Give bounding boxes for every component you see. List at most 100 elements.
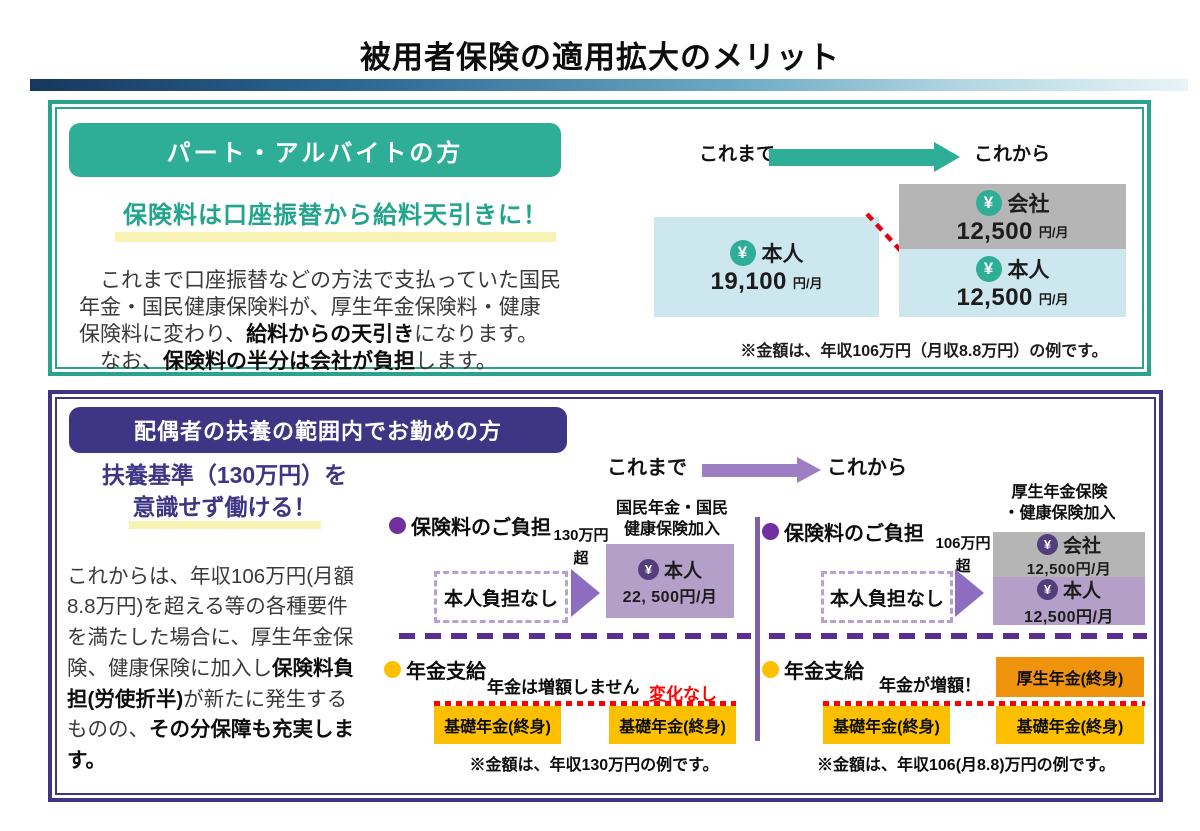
premium-burden-label-before: 保険料のご負担 <box>389 511 551 540</box>
amount-unit: 円/月 <box>792 275 823 291</box>
body-text: これからは、年収106万円(月額8.8万円)を超える等の各種要件を満たした場合に… <box>67 564 355 680</box>
timeline-before-label: これまで <box>607 457 687 479</box>
enroll-line2: ・健康保険加入 <box>1003 504 1116 522</box>
timeline-arrow-icon <box>702 457 821 483</box>
section1-note: ※金額は、年収106万円（月収8.8万円）の例です。 <box>740 343 1108 360</box>
purple-dashed-divider-after <box>769 633 1147 639</box>
amount-value: 12,500円/月 <box>1026 560 1112 578</box>
money-box-amount-row: 12,500 円/月 <box>956 284 1068 312</box>
basic-pension-text: 基礎年金(終身) <box>619 719 726 736</box>
amount-unit: 円/月 <box>1038 291 1069 307</box>
amount-value: 12,500 <box>956 284 1033 311</box>
body-text: これまで口座振替などの方法で支払っていた国民年金・国民健康保険料が、厚生年金保険… <box>79 269 561 346</box>
body-text: が新たに発生するものの、 <box>67 687 348 742</box>
section1-header-label: パート・アルバイトの方 <box>166 139 464 167</box>
amount-value: 22, 500円/月 <box>622 588 718 606</box>
section2-note-before: ※金額は、年収130万円の例です。 <box>469 757 719 774</box>
money-box-title: ¥ 会社 <box>975 188 1050 218</box>
enroll-line2: 健康保険加入 <box>623 520 720 538</box>
amount-value: 12,500 <box>956 217 1033 245</box>
kousei-pension-text: 厚生年金(終身) <box>1016 671 1124 688</box>
column-divider-line <box>755 517 760 741</box>
purple-dashed-divider-before <box>399 633 751 639</box>
basic-pension-text: 基礎年金(終身) <box>833 719 940 736</box>
enroll-label-after: 厚生年金保険 ・健康保険加入 <box>967 483 1152 525</box>
section2-header-label: 配偶者の扶養の範囲内でお勤めの方 <box>133 419 502 444</box>
money-box-title: ¥ 会社 <box>1036 531 1101 558</box>
money-box-title: ¥ 本人 <box>637 556 702 583</box>
section1-header: パート・アルバイトの方 <box>69 123 561 177</box>
section1-headline: 保険料は口座振替から給料天引きに！ <box>115 195 556 242</box>
triangle-arrow-icon <box>955 569 984 617</box>
timeline-arrow-icon <box>769 142 960 172</box>
premium-burden-label-after: 保険料のご負担 <box>762 517 924 546</box>
timeline-after-label: これから <box>974 144 1051 165</box>
threshold-before: 130万円 超 <box>543 525 619 570</box>
money-box-after-company: ¥ 会社 12,500 円/月 <box>899 184 1126 249</box>
threshold-amount: 130万円 <box>553 527 609 544</box>
kousei-pension-box: 厚生年金(終身) <box>996 657 1144 697</box>
yen-icon: ¥ <box>637 558 659 580</box>
payer-label: 本人 <box>761 243 804 266</box>
money-box-title: ¥ 本人 <box>729 238 804 268</box>
body-text: になります。 <box>414 322 539 346</box>
basic-pension-box: 基礎年金(終身) <box>823 706 950 744</box>
payer-label: 本人 <box>663 560 702 582</box>
money-box-title: ¥ 本人 <box>1036 576 1101 603</box>
section-dependent-spouse: 配偶者の扶養の範囲内でお勤めの方 扶養基準（130万円）を 意識せず働ける！ こ… <box>48 390 1163 802</box>
pension-label-after: 年金支給 <box>762 655 864 684</box>
section2-note-after: ※金額は、年収106(月8.8)万円の例です。 <box>817 757 1115 774</box>
payer-label: 会社 <box>1062 535 1101 557</box>
gold-bullet-icon <box>762 661 779 678</box>
arrow-shaft <box>702 463 797 477</box>
headline-line1: 扶養基準（130万円）を <box>101 462 348 488</box>
pension-label-before: 年金支給 <box>384 655 486 684</box>
section2-body: これからは、年収106万円(月額8.8万円)を超える等の各種要件を満たした場合に… <box>67 562 355 777</box>
person-premium-box-after: ¥ 本人 12,500円/月 <box>993 576 1145 626</box>
title-underline-bar <box>30 79 1188 91</box>
payer-label: 本人 <box>1007 259 1050 282</box>
section1-body: これまで口座振替などの方法で支払っていた国民年金・国民健康保険料が、厚生年金保険… <box>79 268 561 376</box>
body-text-bold: 保険料負担(労使折半) <box>67 656 354 711</box>
no-burden-text: 本人負担なし <box>443 588 558 610</box>
yen-icon: ¥ <box>1036 578 1058 600</box>
basic-pension-box: 基礎年金(終身) <box>434 706 561 744</box>
page-title: 被用者保険の適用拡大のメリット <box>360 40 840 75</box>
no-burden-text: 本人負担なし <box>829 588 944 610</box>
basic-pension-box: 基礎年金(終身) <box>609 706 736 744</box>
enroll-line1: 国民年金・国民 <box>615 500 728 517</box>
yen-icon: ¥ <box>729 240 756 266</box>
no-burden-box-before: 本人負担なし <box>434 571 568 623</box>
money-box-amount-row: 12,500 円/月 <box>956 218 1068 246</box>
red-dotted-line-before <box>434 701 736 706</box>
no-change-label: 変化なし <box>649 685 717 704</box>
basic-pension-text: 基礎年金(終身) <box>444 719 551 736</box>
body-text-bold: 給料からの天引き <box>246 322 415 346</box>
premium-burden-text: 保険料のご負担 <box>784 523 924 545</box>
arrow-shaft <box>769 148 934 166</box>
yen-icon: ¥ <box>975 189 1002 216</box>
threshold-exceed: 超 <box>573 549 589 567</box>
red-dotted-line-after <box>823 701 1145 706</box>
payer-label: 本人 <box>1062 580 1101 602</box>
basic-pension-text: 基礎年金(終身) <box>1016 719 1124 736</box>
payer-label: 会社 <box>1007 192 1050 216</box>
amount-unit: 円/月 <box>1038 225 1069 240</box>
gold-bullet-icon <box>384 661 401 678</box>
section2-headline: 扶養基準（130万円）を 意識せず働ける！ <box>57 459 392 530</box>
company-premium-box-after: ¥ 会社 12,500円/月 <box>993 531 1145 578</box>
body-text: します。 <box>415 349 497 373</box>
timeline-before-label: これまで <box>699 144 776 165</box>
yen-icon: ¥ <box>1036 533 1058 555</box>
money-box-title: ¥ 本人 <box>975 254 1050 284</box>
timeline-after-label: これから <box>827 457 907 479</box>
yen-icon: ¥ <box>975 256 1002 282</box>
arrow-head <box>934 142 960 172</box>
arrow-head <box>797 457 821 483</box>
body-text-bold: 保険料の半分は会社が負担 <box>163 349 415 373</box>
money-box-amount-row: 19,100 円/月 <box>710 268 822 296</box>
body-text-bold: その分保障も充実します。 <box>67 718 354 772</box>
premium-burden-text: 保険料のご負担 <box>411 517 551 539</box>
body-text: なお、 <box>79 349 163 373</box>
